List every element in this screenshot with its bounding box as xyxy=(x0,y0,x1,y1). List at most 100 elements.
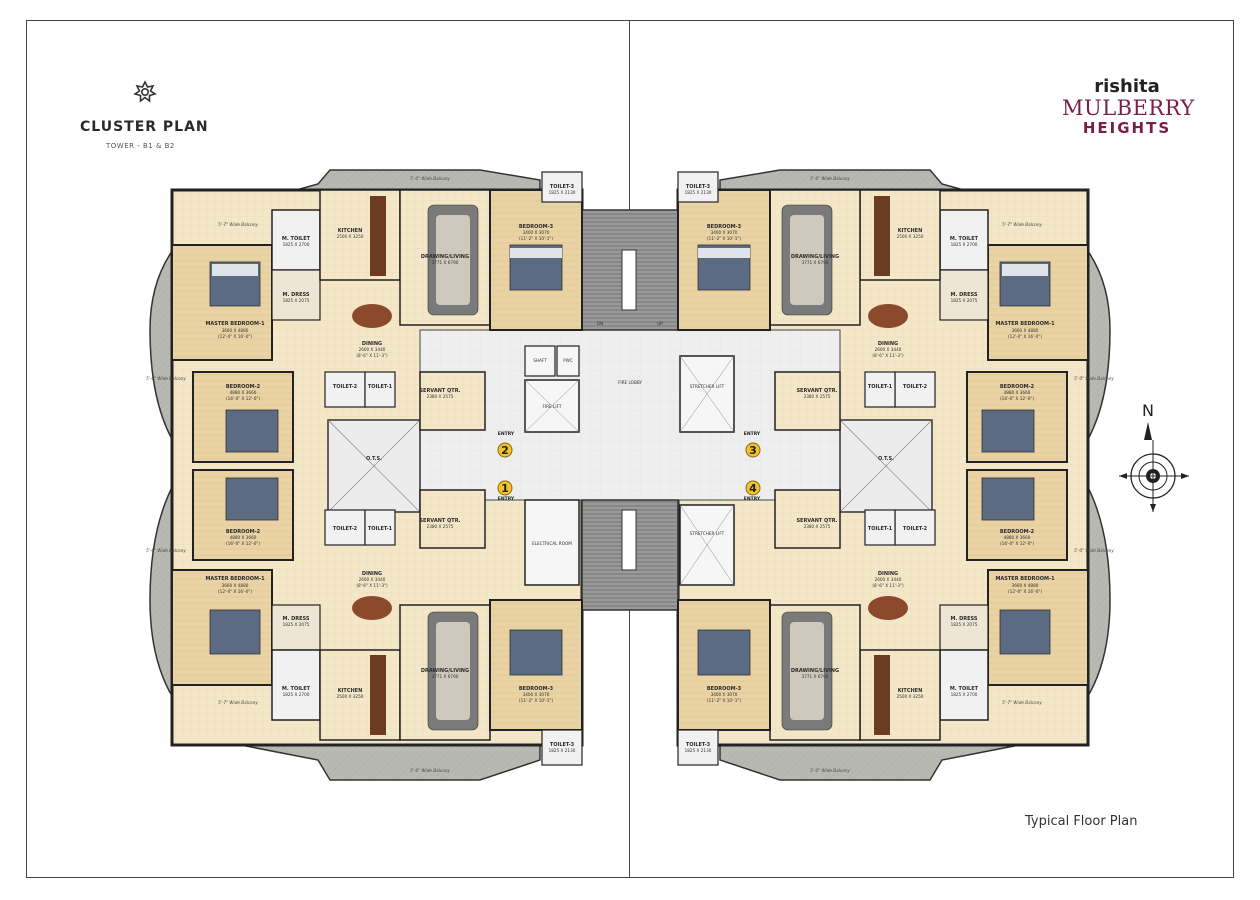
unit-2-bedroom-2: BEDROOM-2 4880 X 3660 (16'-0" X 12'-0") xyxy=(192,371,294,463)
svg-text:1825 X 2700: 1825 X 2700 xyxy=(951,242,978,247)
svg-text:SERVANT QTR.: SERVANT QTR. xyxy=(796,518,837,524)
balcony-label: 5'-7" Wide Balcony xyxy=(1002,700,1042,705)
svg-text:M. DRESS: M. DRESS xyxy=(282,292,309,298)
svg-text:1825 X 2700: 1825 X 2700 xyxy=(283,692,310,697)
unit-2-entry: 2 ENTRY xyxy=(497,431,515,458)
unit-number: 3 xyxy=(749,444,757,457)
svg-text:(8'-6" X 11'-3"): (8'-6" X 11'-3") xyxy=(356,353,388,358)
svg-text:(12'-0" X 16'-0"): (12'-0" X 16'-0") xyxy=(218,589,252,594)
svg-text:TOILET-2: TOILET-2 xyxy=(333,526,358,532)
svg-text:3771 X 6790: 3771 X 6790 xyxy=(802,260,829,265)
unit-4-toilet-1: TOILET-1 xyxy=(864,509,896,546)
svg-text:TOILET-1: TOILET-1 xyxy=(868,526,893,532)
svg-text:(16'-0" X 12'-0"): (16'-0" X 12'-0") xyxy=(1000,541,1034,546)
svg-text:M. TOILET: M. TOILET xyxy=(950,686,979,692)
brand-logo: rishita MULBERRY HEIGHTS xyxy=(1062,76,1194,137)
unit-1-drawing-living: DRAWING/LIVING 3771 X 6790 xyxy=(399,604,491,741)
svg-text:SERVANT QTR.: SERVANT QTR. xyxy=(796,388,837,394)
unit-4-servant-qtr: SERVANT QTR. 2380 X 2575 xyxy=(774,489,841,549)
svg-text:(12'-0" X 16'-0"): (12'-0" X 16'-0") xyxy=(218,334,252,339)
unit-1-bedroom-3: BEDROOM-3 3400 X 3070 (11'-2" X 10'-1") xyxy=(489,599,583,731)
svg-text:SHAFT: SHAFT xyxy=(533,358,547,363)
svg-text:3771 X 6790: 3771 X 6790 xyxy=(432,260,459,265)
svg-text:KITCHEN: KITCHEN xyxy=(338,688,363,694)
floor-plan-caption: Typical Floor Plan xyxy=(1025,814,1138,829)
svg-text:(8'-6" X 11'-3"): (8'-6" X 11'-3") xyxy=(872,353,904,358)
svg-text:KITCHEN: KITCHEN xyxy=(898,688,923,694)
central-corridor xyxy=(419,329,841,501)
electrical-room: ELECTRICAL ROOM xyxy=(524,499,580,586)
unit-3-toilet-1: TOILET-1 xyxy=(864,371,896,408)
svg-text:2380 X 2575: 2380 X 2575 xyxy=(804,524,831,529)
north-label: N xyxy=(1142,401,1154,420)
unit-3-dining: DINING 2600 X 3440 (8'-6" X 11'-3") xyxy=(868,304,908,358)
svg-text:DINING: DINING xyxy=(878,341,898,347)
svg-text:3771 X 6790: 3771 X 6790 xyxy=(802,674,829,679)
svg-text:MASTER BEDROOM-1: MASTER BEDROOM-1 xyxy=(205,576,265,582)
svg-text:KITCHEN: KITCHEN xyxy=(898,228,923,234)
svg-text:BEDROOM-2: BEDROOM-2 xyxy=(226,384,261,390)
unit-2-toilet-2: TOILET-2 xyxy=(324,371,366,408)
svg-text:(16'-0" X 12'-0"): (16'-0" X 12'-0") xyxy=(1000,396,1034,401)
unit-2-drawing-living: DRAWING/LIVING 3771 X 6790 xyxy=(399,189,491,326)
unit-4-bedroom-2: BEDROOM-2 4880 X 3660 (16'-0" X 12'-0") xyxy=(966,469,1068,561)
ots-void-left: O.T.S. xyxy=(327,419,421,513)
svg-text:BEDROOM-3: BEDROOM-3 xyxy=(707,686,742,692)
brand-emblem-icon xyxy=(133,80,157,103)
svg-text:M. DRESS: M. DRESS xyxy=(282,616,309,622)
unit-3-servant-qtr: SERVANT QTR. 2380 X 2575 xyxy=(774,371,841,431)
svg-text:DRAWING/LIVING: DRAWING/LIVING xyxy=(421,668,469,674)
balcony-label: 5'-7" Wide Balcony xyxy=(218,222,258,227)
svg-text:ENTRY: ENTRY xyxy=(498,431,515,437)
unit-1-toilet-1: TOILET-1 xyxy=(364,509,396,546)
fire-lift: FIRE LIFT xyxy=(524,379,580,433)
unit-3-master-bedroom: MASTER BEDROOM-1 3660 X 4880 (12'-0" X 1… xyxy=(987,244,1089,361)
svg-text:1825 X 2700: 1825 X 2700 xyxy=(951,692,978,697)
svg-text:3400 X 3070: 3400 X 3070 xyxy=(523,692,550,697)
svg-text:FIRE LOBBY: FIRE LOBBY xyxy=(618,380,643,385)
svg-text:TOILET-2: TOILET-2 xyxy=(903,526,928,532)
svg-text:1825 X 2075: 1825 X 2075 xyxy=(951,298,978,303)
stair-dn-label: DN xyxy=(597,321,603,326)
balcony-label: 5'-0" Wide Balcony xyxy=(810,176,850,181)
svg-text:(16'-0" X 12'-0"): (16'-0" X 12'-0") xyxy=(226,541,260,546)
page-subtitle: TOWER - B1 & B2 xyxy=(106,142,175,150)
svg-text:(16'-0" X 12'-0"): (16'-0" X 12'-0") xyxy=(226,396,260,401)
svg-text:DRAWING/LIVING: DRAWING/LIVING xyxy=(421,254,469,260)
svg-text:3660 X 4880: 3660 X 4880 xyxy=(222,328,249,333)
unit-1-bedroom-2: BEDROOM-2 4880 X 3660 (16'-0" X 12'-0") xyxy=(192,469,294,561)
svg-text:DRAWING/LIVING: DRAWING/LIVING xyxy=(791,668,839,674)
unit-2-toilet-3: TOILET-3 1825 X 2130 xyxy=(541,171,583,203)
unit-4-entry: 4 ENTRY xyxy=(744,480,761,502)
unit-2-dining: DINING 2600 X 3440 (8'-6" X 11'-3") xyxy=(352,304,392,358)
brand-logo-top: rishita xyxy=(1094,76,1160,97)
pwc-room: PWC xyxy=(556,345,580,377)
svg-text:2500 X 3250: 2500 X 3250 xyxy=(337,694,364,699)
stretcher-lift-south: STRETCHER LIFT xyxy=(679,504,735,586)
unit-number: 2 xyxy=(501,444,509,457)
floor-plan: O.T.S. O.T.S. SHAFT PWC FIRE LIFT FIRE L… xyxy=(146,169,1114,781)
svg-text:M. TOILET: M. TOILET xyxy=(282,236,311,242)
unit-3-toilet-2: TOILET-2 xyxy=(894,371,936,408)
svg-text:2380 X 2575: 2380 X 2575 xyxy=(804,394,831,399)
unit-2-master-bedroom: MASTER BEDROOM-1 3660 X 4880 (12'-0" X 1… xyxy=(171,244,273,361)
svg-text:ELECTRICAL ROOM: ELECTRICAL ROOM xyxy=(532,541,572,546)
fire-lobby: FIRE LOBBY xyxy=(618,380,643,385)
svg-text:BEDROOM-3: BEDROOM-3 xyxy=(519,686,554,692)
svg-text:4880 X 3660: 4880 X 3660 xyxy=(1004,535,1031,540)
page-title: CLUSTER PLAN xyxy=(80,119,209,135)
svg-text:2600 X 3440: 2600 X 3440 xyxy=(359,347,386,352)
unit-4-bedroom-3: BEDROOM-3 3400 X 3070 (11'-2" X 10'-1") xyxy=(677,599,771,731)
svg-text:SERVANT QTR.: SERVANT QTR. xyxy=(419,518,460,524)
svg-text:1825 X 2130: 1825 X 2130 xyxy=(549,748,576,753)
unit-1-toilet-2: TOILET-2 xyxy=(324,509,366,546)
unit-1-toilet-3: TOILET-3 1825 X 2130 xyxy=(541,729,583,766)
svg-text:PWC: PWC xyxy=(563,358,573,363)
svg-text:2600 X 3440: 2600 X 3440 xyxy=(875,577,902,582)
unit-3-bedroom-2: BEDROOM-2 4880 X 3660 (16'-0" X 12'-0") xyxy=(966,371,1068,463)
balcony-label: 5'-0" Wide Balcony xyxy=(1074,376,1114,381)
sheet-frame xyxy=(26,20,1234,878)
svg-text:ENTRY: ENTRY xyxy=(744,496,761,502)
svg-text:3660 X 4880: 3660 X 4880 xyxy=(222,583,249,588)
svg-text:2500 X 3250: 2500 X 3250 xyxy=(897,694,924,699)
